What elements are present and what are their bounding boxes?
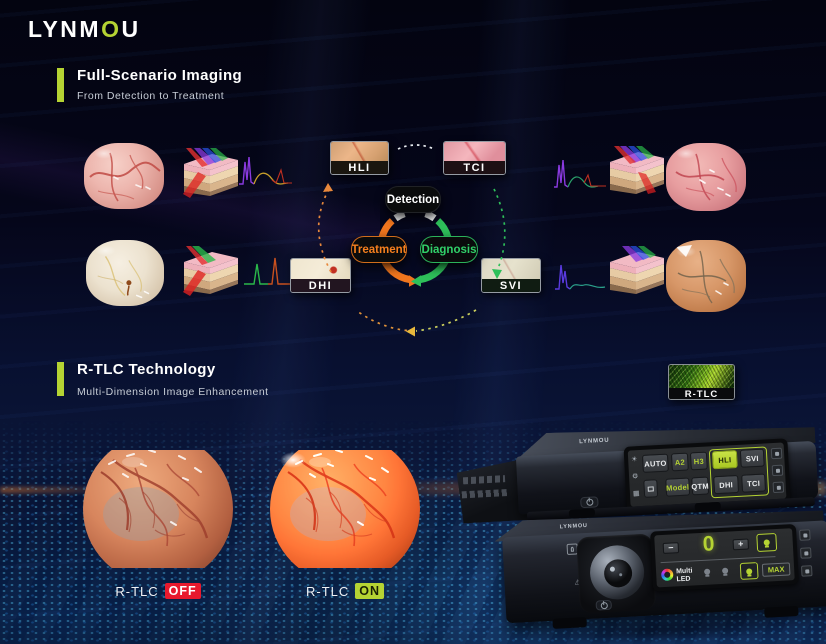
- lightsource-foot-right: [764, 605, 799, 618]
- lamp-dim-icon-2[interactable]: [721, 567, 729, 574]
- endoscopy-image-top-right: [666, 143, 746, 211]
- tissue-diagram-bottom-left: [178, 246, 242, 298]
- mode-card-hli-thumbnail: [331, 142, 388, 161]
- processor-button-a2[interactable]: A2: [670, 452, 689, 472]
- mode-card-svi-thumbnail: [482, 259, 540, 279]
- lightsource-right-icon-3[interactable]: [800, 565, 813, 577]
- brightness-plus-button[interactable]: +: [732, 538, 750, 551]
- rtlc-on-caption: R-TLC ON: [270, 583, 420, 599]
- spectrum-plot-top-right: [551, 153, 609, 193]
- brand-logo: LYNMOU: [28, 16, 141, 43]
- screen-right-icon-2[interactable]: [771, 464, 784, 477]
- lightsource-right-icon-2[interactable]: [800, 547, 812, 559]
- screen-divider: [660, 556, 776, 564]
- rtlc-on-image: [270, 450, 420, 568]
- processor-button-hli[interactable]: HLI: [711, 449, 738, 470]
- tissue-diagram-bottom-right: [604, 246, 668, 298]
- multi-led-icon: [660, 568, 674, 582]
- section-imaging-subtitle: From Detection to Treatment: [77, 90, 225, 102]
- processor-power-button[interactable]: [580, 496, 599, 509]
- rtlc-off-image: [83, 450, 233, 568]
- scope-symbol-icon: [570, 546, 574, 552]
- processor-button-qtm[interactable]: QTM: [691, 476, 709, 496]
- lamp-boost-icon: [746, 567, 753, 575]
- endoscopy-image-bottom-left: [86, 240, 164, 306]
- processor-button-dhi[interactable]: DHI: [713, 474, 740, 495]
- rtlc-off-state-badge: OFF: [164, 583, 201, 599]
- cycle-node-diagnosis: Diagnosis: [420, 236, 478, 263]
- processor-button-model[interactable]: Model: [665, 477, 691, 497]
- mode-card-dhi-label: DHI: [291, 279, 350, 292]
- section-imaging-bar: [57, 68, 64, 102]
- screen-right-icon-1[interactable]: [770, 447, 783, 460]
- cycle-node-detection: Detection: [385, 186, 441, 213]
- mode-card-svi-label: SVI: [482, 279, 540, 292]
- endoscopy-image-bottom-right: [666, 240, 746, 312]
- processor-button-h3[interactable]: H3: [689, 451, 708, 471]
- rtlc-off-caption: R-TLC OFF: [83, 583, 233, 599]
- rtlc-badge-label: R-TLC: [669, 388, 734, 399]
- multi-led-label-2: LED: [676, 575, 691, 584]
- mode-card-svi: SVI: [481, 258, 541, 293]
- mode-card-dhi: DHI: [290, 258, 351, 293]
- section-rtlc-subtitle: Multi-Dimension Image Enhancement: [77, 386, 269, 398]
- section-imaging-title: Full-Scenario Imaging: [77, 67, 243, 84]
- lightsource-touchscreen: − 0 + Multi LED MAX: [649, 523, 799, 592]
- mode-card-hli: HLI: [330, 141, 389, 175]
- brightness-minus-button[interactable]: −: [662, 542, 680, 554]
- screen-grid-icon: ▦: [632, 490, 640, 498]
- spectrum-plot-top-left: [236, 150, 294, 190]
- mode-card-tci-thumbnail: [444, 142, 505, 161]
- mode-card-dhi-thumbnail: [291, 259, 350, 279]
- rtlc-badge-card: R-TLC: [668, 364, 735, 400]
- rtlc-on-state-badge: ON: [355, 583, 385, 599]
- max-brightness-button[interactable]: MAX: [761, 562, 791, 577]
- processor-button-svi[interactable]: SVI: [739, 448, 765, 468]
- brand-logo-pre: LYNM: [28, 16, 102, 42]
- cycle-node-treatment: Treatment: [351, 236, 407, 263]
- endoscopy-processor-stack: LYNMOU ☀ ⚙ ▦ AUTO A2 H3 HLI SVI Model QT…: [446, 408, 826, 644]
- processor-foot-right: [694, 501, 721, 512]
- mode-card-tci: TCI: [443, 141, 506, 175]
- section-rtlc-bar: [57, 362, 64, 396]
- monitor-icon: [647, 485, 654, 492]
- screen-right-icon-3[interactable]: [772, 481, 785, 494]
- lamp-button[interactable]: [756, 533, 778, 553]
- brand-logo-post: U: [121, 16, 141, 42]
- processor-button-auto[interactable]: AUTO: [641, 453, 669, 473]
- rtlc-on-caption-text: R-TLC: [305, 583, 350, 599]
- rtlc-off-caption-text: R-TLC: [115, 583, 159, 599]
- spectrum-plot-bottom-left: [238, 250, 296, 290]
- lamp-boost-button[interactable]: [739, 562, 759, 580]
- processor-button-display-icon[interactable]: [643, 479, 659, 498]
- screen-gear-icon: ⚙: [631, 473, 639, 481]
- lightsource-foot-left: [552, 617, 587, 629]
- lightsource-right-icon-1[interactable]: [799, 529, 811, 541]
- brand-logo-accent-o: O: [101, 16, 122, 42]
- lamp-icon: [763, 539, 770, 546]
- mode-card-tci-label: TCI: [444, 161, 505, 174]
- processor-button-tci[interactable]: TCI: [741, 473, 767, 493]
- lamp-dim-icon-1[interactable]: [704, 568, 711, 575]
- multi-led-label-1: Multi: [675, 567, 693, 576]
- section-rtlc-title: R-TLC Technology: [77, 361, 216, 378]
- rtlc-on-highlight: [280, 452, 306, 468]
- lightsource-power-button[interactable]: [595, 599, 613, 611]
- brightness-value: 0: [702, 532, 716, 556]
- rtlc-badge-thumbnail: [669, 365, 734, 388]
- power-icon: [585, 498, 594, 506]
- tissue-diagram-top-left: [178, 148, 242, 200]
- mode-card-hli-label: HLI: [331, 161, 388, 174]
- screen-sun-icon: ☀: [631, 456, 638, 464]
- processor-screen: ☀ ⚙ ▦ AUTO A2 H3 HLI SVI Model QTM DHI T…: [627, 442, 787, 507]
- endoscopy-image-top-left: [84, 143, 164, 209]
- lightsource-screen: − 0 + Multi LED MAX: [654, 528, 795, 588]
- tissue-diagram-top-right: [604, 146, 668, 198]
- power-icon-2: [600, 601, 608, 609]
- spectrum-plot-bottom-right: [551, 255, 609, 295]
- processor-foot-left: [568, 508, 596, 518]
